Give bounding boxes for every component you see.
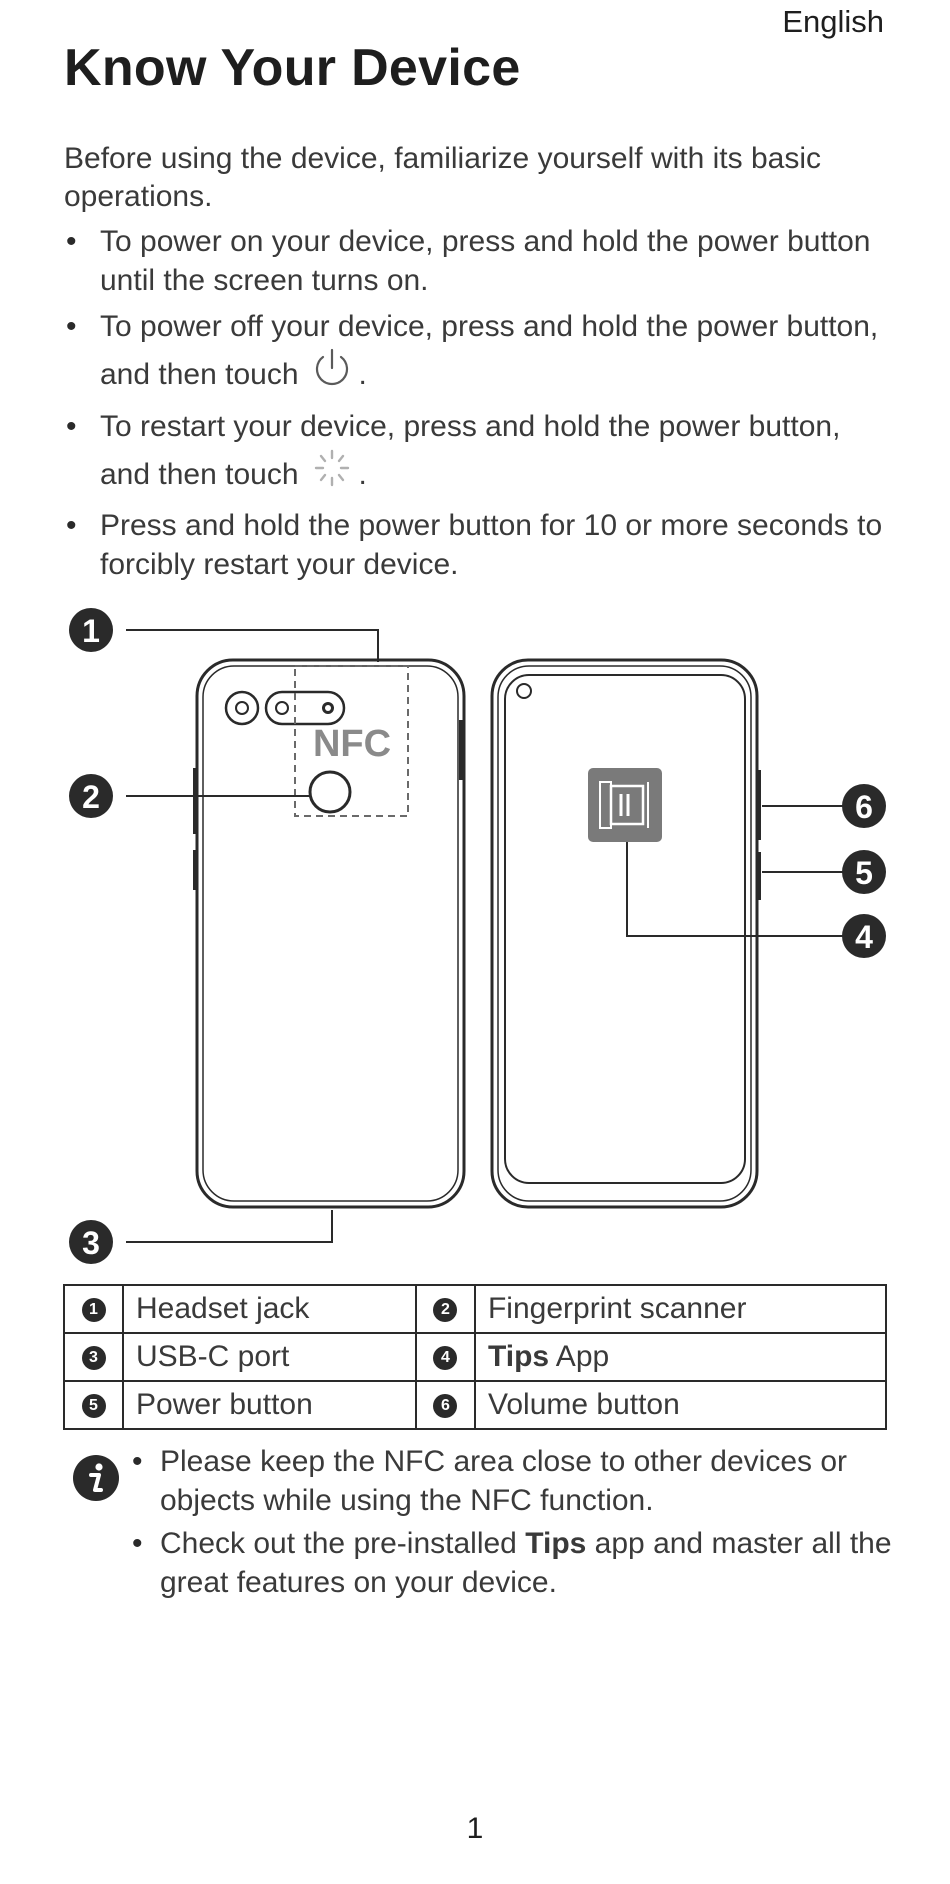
svg-text:4: 4 xyxy=(855,919,873,955)
list-item: To restart your device, press and hold t… xyxy=(64,406,894,500)
notes-list: Please keep the NFC area close to other … xyxy=(124,1442,894,1606)
number-badge: 2 xyxy=(433,1298,458,1323)
nfc-area xyxy=(294,665,409,817)
phone-back xyxy=(193,658,466,1209)
nfc-label: NFC xyxy=(313,723,391,765)
phone-front xyxy=(490,658,761,1209)
svg-text:1: 1 xyxy=(82,613,100,649)
info-icon xyxy=(73,1455,119,1501)
tips-app-icon xyxy=(588,768,662,842)
table-row: 5 Power button 6 Volume button xyxy=(63,1380,888,1430)
number-badge: 3 xyxy=(81,1346,106,1371)
callout-5: 5 xyxy=(842,850,886,894)
fingerprint-scanner xyxy=(308,770,352,814)
number-badge: 4 xyxy=(433,1346,458,1371)
device-diagram: NFC 1 2 3 4 xyxy=(69,608,886,1264)
page-number: 1 xyxy=(466,1812,484,1845)
number-badge: 5 xyxy=(81,1394,106,1419)
callout-3: 3 xyxy=(69,1220,113,1264)
svg-text:2: 2 xyxy=(82,779,100,815)
number-badge: 6 xyxy=(433,1394,458,1419)
callout-2: 2 xyxy=(69,774,113,818)
table-row: 1 Headset jack 2 Fingerprint scanner xyxy=(63,1284,888,1334)
page-title: Know Your Device xyxy=(64,39,521,97)
table-cell: Tips App xyxy=(473,1332,888,1382)
svg-text:6: 6 xyxy=(855,789,873,825)
callout-1: 1 xyxy=(69,608,113,652)
table-cell: Fingerprint scanner xyxy=(473,1284,888,1334)
table-row: 3 USB-C port 4 Tips App xyxy=(63,1332,888,1382)
list-item: Please keep the NFC area close to other … xyxy=(124,1442,894,1520)
parts-table: 1 Headset jack 2 Fingerprint scanner 3 U… xyxy=(63,1284,888,1430)
table-cell: Power button xyxy=(122,1380,417,1430)
restart-icon xyxy=(309,448,355,500)
power-icon xyxy=(309,348,355,400)
svg-text:3: 3 xyxy=(82,1225,100,1261)
list-item: To power on your device, press and hold … xyxy=(64,222,894,300)
number-badge: 1 xyxy=(81,1298,106,1323)
list-item: To power off your device, press and hold… xyxy=(64,306,894,400)
table-cell: Volume button xyxy=(473,1380,888,1430)
language-label: English xyxy=(782,4,884,39)
intro-text: Before using the device, familiarize you… xyxy=(64,142,822,213)
power-instructions-list: To power on your device, press and hold … xyxy=(64,222,894,590)
table-cell: Headset jack xyxy=(122,1284,417,1334)
callout-lines xyxy=(126,629,845,1243)
camera-module xyxy=(224,690,346,726)
list-item: Press and hold the power button for 10 o… xyxy=(64,506,894,584)
table-cell: USB-C port xyxy=(122,1332,417,1382)
list-item: Check out the pre-installed Tips app and… xyxy=(124,1524,894,1602)
svg-text:5: 5 xyxy=(855,855,873,891)
callout-4: 4 xyxy=(842,914,886,958)
callout-6: 6 xyxy=(842,784,886,828)
